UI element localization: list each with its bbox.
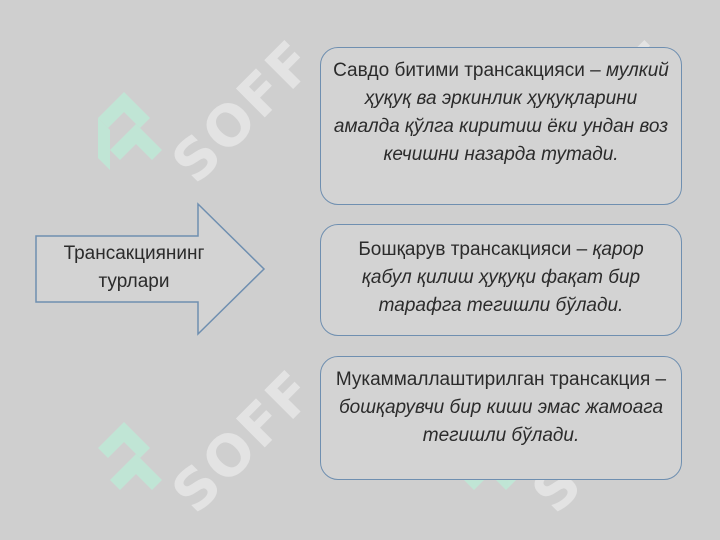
- term-2: Бошқарув трансакцияси: [358, 239, 572, 260]
- watermark-text-1: SOFF: [160, 28, 328, 196]
- definition-box-3: Мукаммаллаштирилган трансакция – бошқару…: [320, 356, 682, 480]
- definition-box-2: Бошқарув трансакцияси – қарор қабул қили…: [320, 224, 682, 336]
- source-arrow: Трансакциянинг турлари: [34, 202, 266, 336]
- term-1: Савдо битими трансакцияси: [333, 60, 585, 81]
- definition-2: қарор қабул қилиш ҳуқуқи фақат бир тараф…: [361, 239, 644, 316]
- dash-2: –: [571, 239, 593, 260]
- term-3: Мукаммаллаштирилган трансакция: [335, 369, 651, 390]
- definition-3: бошқарувчи бир киши эмас жамоага тегишли…: [338, 397, 664, 446]
- right-arrow-icon: [35, 202, 266, 336]
- dash-1: –: [584, 60, 606, 81]
- source-label: Трансакциянинг турлари: [63, 243, 205, 292]
- definition-1: мулкий ҳуқуқ ва эркинлик ҳуқуқларини ама…: [333, 60, 669, 165]
- watermark-text-3: SOFF: [160, 358, 328, 526]
- dash-3: –: [650, 369, 667, 390]
- definition-box-1: Савдо битими трансакцияси – мулкий ҳуқуқ…: [320, 47, 682, 205]
